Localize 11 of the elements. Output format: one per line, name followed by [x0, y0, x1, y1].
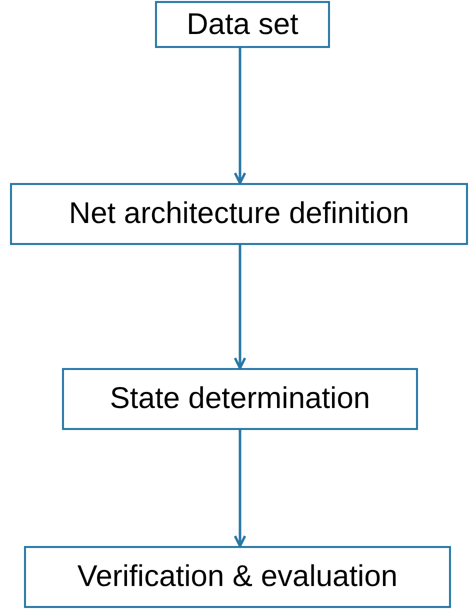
process-box	[10, 183, 468, 245]
process-box	[62, 368, 418, 430]
box-label: Verification & evaluation	[77, 560, 398, 594]
box-label: State determination	[110, 382, 370, 416]
process-box	[24, 546, 451, 608]
process-box	[155, 1, 330, 48]
arrow	[234, 48, 246, 184]
box-label: Net architecture definition	[68, 197, 410, 231]
box-label: Data set	[186, 8, 298, 42]
arrow	[234, 430, 246, 548]
arrow	[234, 245, 246, 370]
